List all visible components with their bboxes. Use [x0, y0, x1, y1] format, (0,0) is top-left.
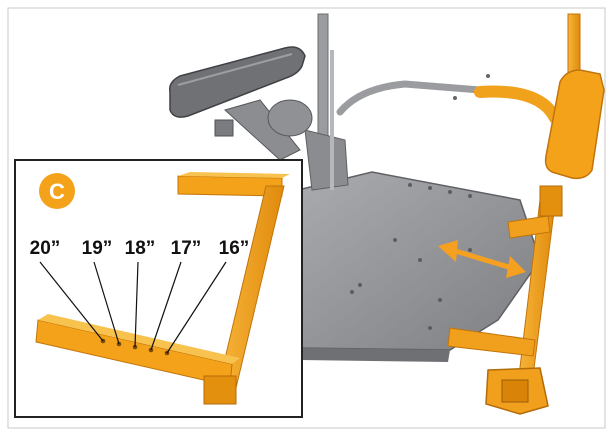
- gray-armrest: [168, 46, 313, 161]
- size-label-19: 19”: [82, 238, 113, 259]
- size-label-20: 20”: [30, 238, 61, 259]
- size-label-18: 18”: [125, 238, 156, 259]
- back-tube: [336, 80, 484, 116]
- panel-badge: [39, 173, 75, 209]
- panel-letter: C: [49, 179, 65, 204]
- size-label-17: 17”: [171, 238, 202, 259]
- l-bracket: [35, 172, 290, 405]
- seat-holes: [350, 183, 472, 330]
- outer-border: [7, 7, 606, 429]
- orange-side-frame: [447, 13, 605, 415]
- inset-panel: C: [14, 159, 303, 418]
- size-label-group: 20” 19” 18” 17” 16”: [30, 238, 250, 259]
- post-rod: [330, 50, 334, 190]
- seat-pan-edge: [300, 348, 450, 362]
- size-label-16: 16”: [219, 238, 250, 259]
- chair-assembly: [168, 13, 605, 415]
- leader-lines: [39, 261, 227, 354]
- adjustment-arrow: [438, 240, 526, 278]
- post-bracket: [304, 129, 349, 191]
